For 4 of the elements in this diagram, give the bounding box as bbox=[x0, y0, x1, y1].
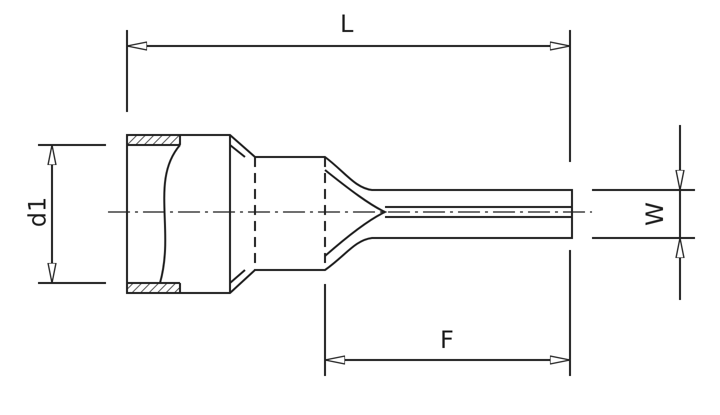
dimension-label: L bbox=[340, 12, 354, 36]
dimension-label: F bbox=[440, 328, 454, 352]
dimension-label: d1 bbox=[25, 196, 50, 228]
dimension-label: W bbox=[642, 202, 667, 226]
